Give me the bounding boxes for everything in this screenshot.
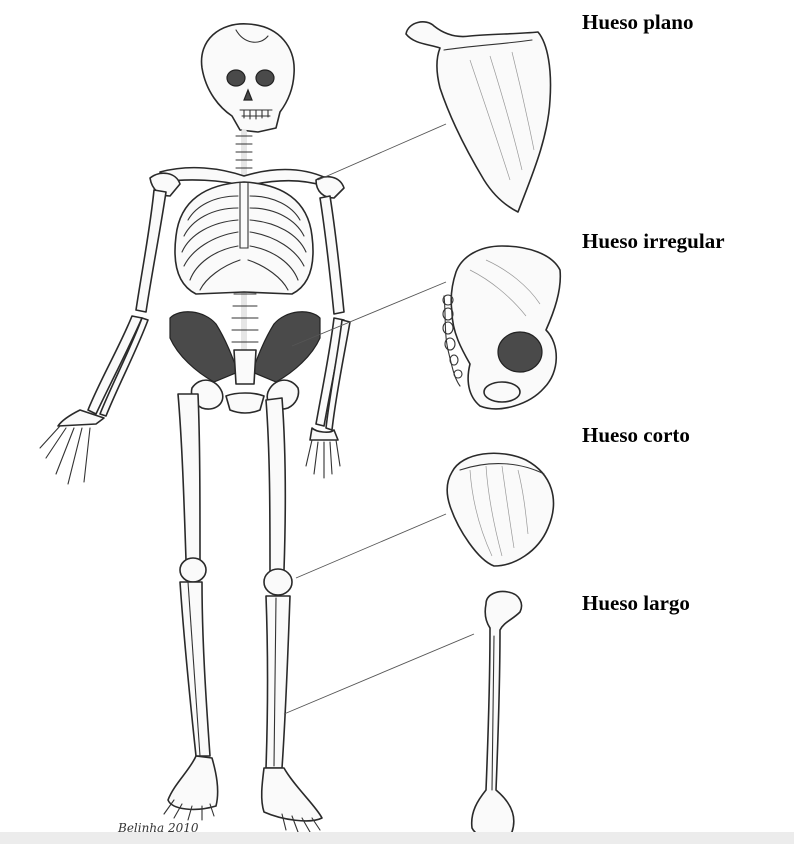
hip-bone-irregular-bone <box>443 246 560 409</box>
left-leg <box>262 398 322 832</box>
label-flat-bone: Hueso plano <box>582 10 693 35</box>
skull <box>202 24 295 132</box>
skeleton-figure <box>40 24 350 832</box>
leader-flat <box>318 124 446 180</box>
long-bone <box>472 592 522 839</box>
label-irregular-bone: Hueso irregular <box>582 229 725 254</box>
bottom-strip <box>0 832 794 844</box>
leader-lines <box>284 124 474 714</box>
label-short-bone: Hueso corto <box>582 423 690 448</box>
rib-cage <box>175 182 313 294</box>
label-long-bone: Hueso largo <box>582 591 690 616</box>
right-arm <box>40 190 166 484</box>
short-bone <box>447 453 553 566</box>
leader-short <box>296 514 446 578</box>
right-leg <box>164 394 218 820</box>
leader-long <box>284 634 474 714</box>
scapula-flat-bone <box>406 22 551 212</box>
